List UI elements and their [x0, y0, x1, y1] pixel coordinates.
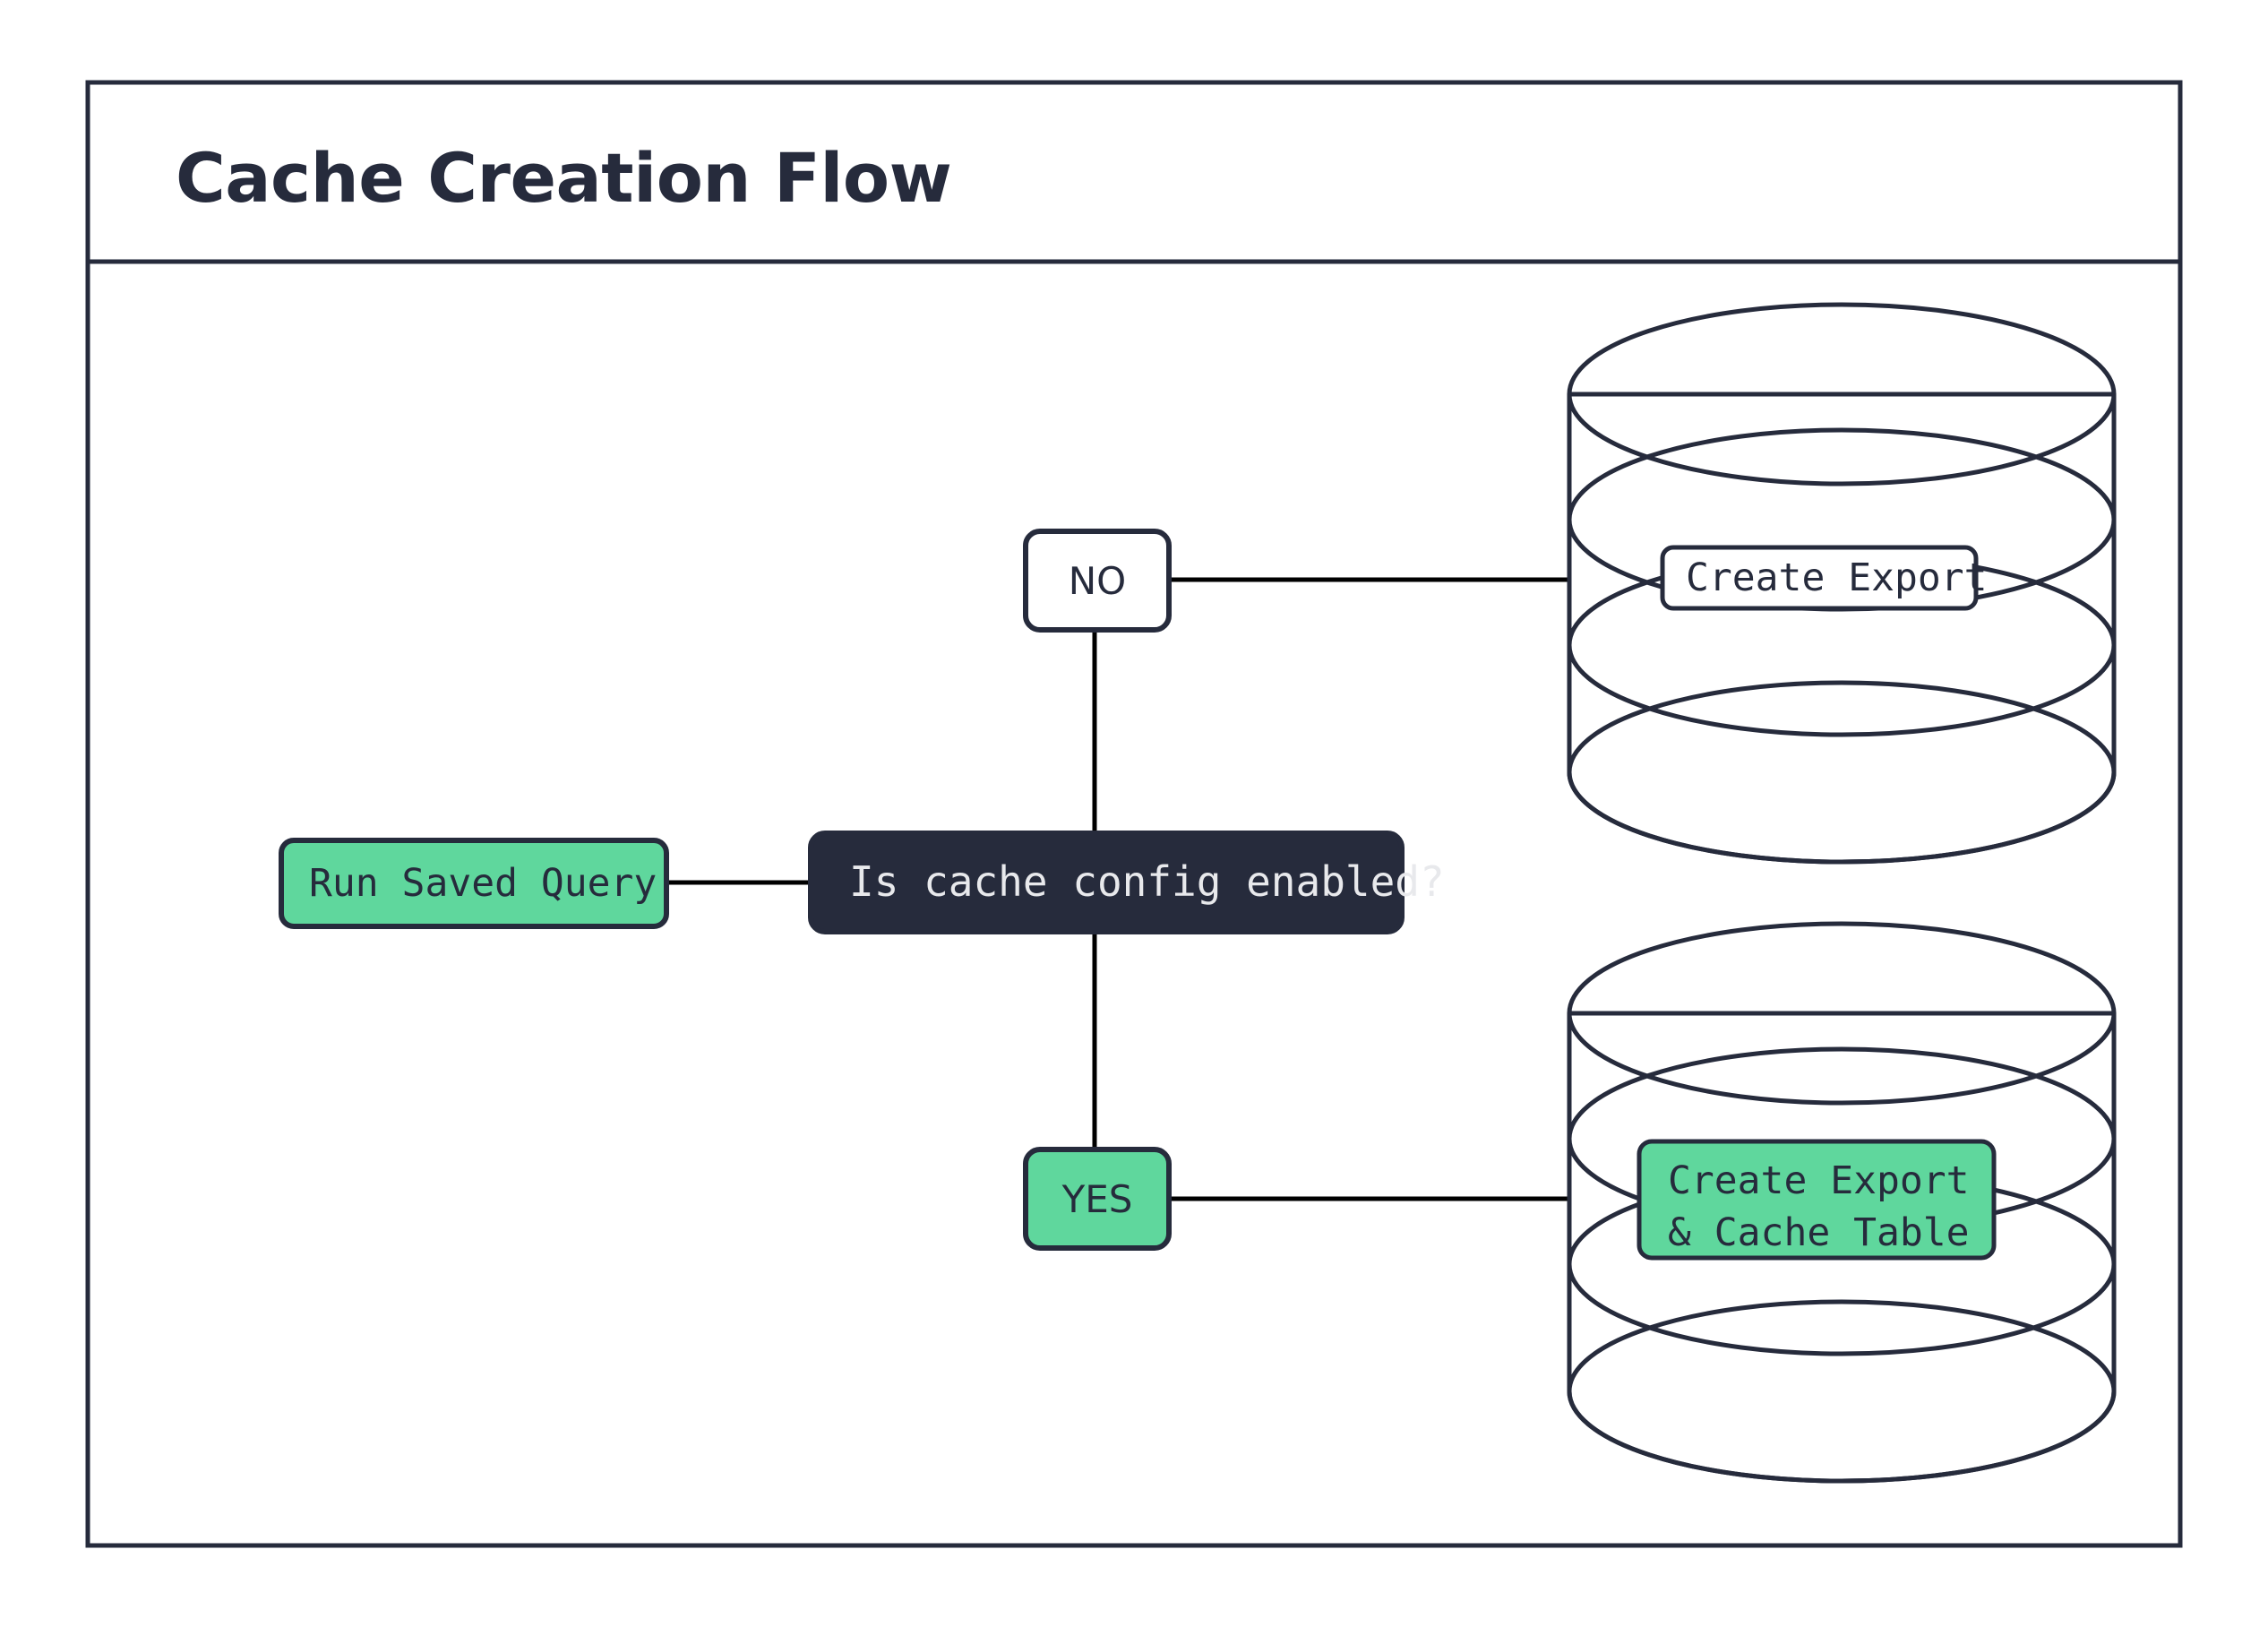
db-export-label-box — [1660, 545, 1979, 611]
node-branch-yes-label: YES — [1061, 1177, 1133, 1221]
node-run-saved-query[interactable]: Run Saved Query — [279, 838, 669, 929]
node-run-saved-query-label: Run Saved Query — [309, 861, 657, 906]
cylinder-disc — [1567, 302, 2117, 486]
node-branch-no-label: NO — [1069, 559, 1126, 603]
node-branch-yes[interactable]: YES — [1023, 1147, 1172, 1251]
node-decision[interactable]: Is cache config enabled? — [808, 831, 1445, 934]
db-export-label: Create Export — [1686, 555, 1988, 600]
database-cylinder-export: Create Export — [1567, 302, 2117, 865]
cylinder-disc — [1567, 921, 2117, 1106]
page-title: Cache Creation Flow — [176, 138, 951, 218]
node-decision-label: Is cache config enabled? — [849, 857, 1445, 906]
node-branch-no[interactable]: NO — [1023, 529, 1172, 633]
cylinder-disc — [1567, 1299, 2117, 1484]
db-export-cache-label-line2: & Cache Table — [1668, 1210, 1970, 1255]
database-cylinder-export-cache: Create Export & Cache Table — [1567, 921, 2117, 1484]
db-export-cache-label-line1: Create Export — [1668, 1158, 1970, 1203]
db-export-cache-label-box — [1637, 1139, 1997, 1261]
cylinder-disc — [1567, 680, 2117, 865]
